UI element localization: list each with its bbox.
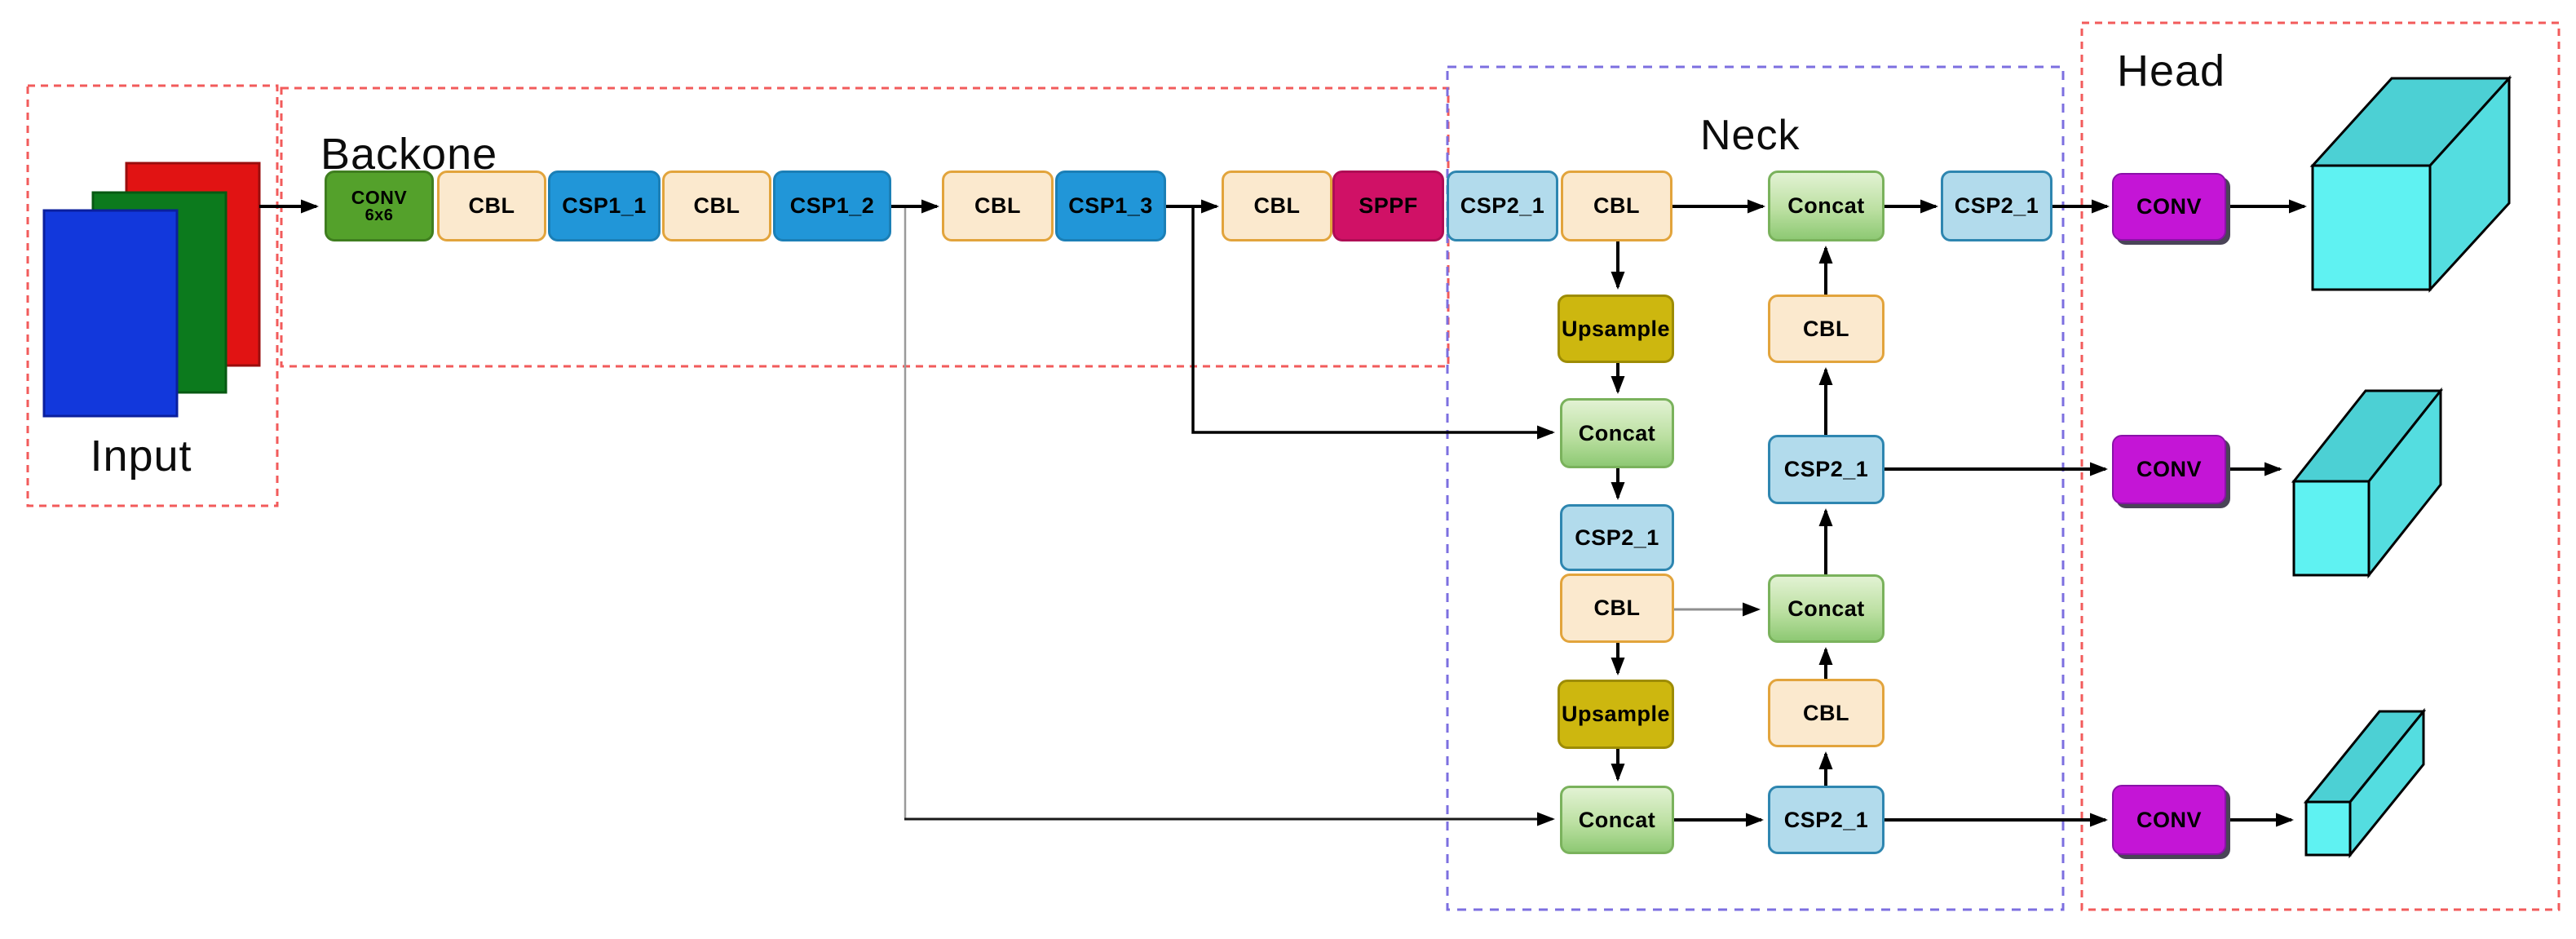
skip-connections: [904, 208, 1761, 826]
node-conv-6x6: CONV 6x6: [325, 171, 434, 241]
node-cbl-1: CBL: [437, 171, 546, 241]
output-small-cuboid: [2303, 707, 2427, 859]
input-image-stack: [42, 162, 261, 418]
node-csp2-1-b: CSP2_1: [1560, 504, 1674, 571]
output-medium-cuboid: [2291, 387, 2444, 579]
cuboid-front-face: [2292, 480, 2371, 577]
node-concat-1: Concat: [1560, 398, 1674, 468]
node-cbl-8: CBL: [1768, 679, 1885, 747]
node-concat-4: Concat: [1768, 574, 1885, 643]
node-csp2-1-d: CSP2_1: [1768, 786, 1885, 854]
input-region-border: [26, 84, 279, 507]
input-blue-channel: [42, 209, 179, 418]
neck-title: Neck: [1700, 112, 1801, 159]
node-conv-head-bottom: CONV: [2112, 785, 2226, 855]
node-conv-head-top: CONV: [2112, 173, 2226, 241]
node-cbl-6: CBL: [1560, 574, 1674, 643]
node-csp2-1-a: CSP2_1: [1447, 171, 1558, 241]
node-concat-2: Concat: [1560, 786, 1674, 854]
head-region-border: [2080, 21, 2561, 911]
skip-csp1_3-to-concat_1: [1191, 208, 1555, 440]
node-cbl-2: CBL: [662, 171, 771, 241]
node-sublabel: 6x6: [365, 206, 394, 225]
node-label: CONV: [351, 186, 408, 208]
node-csp1-1: CSP1_1: [548, 171, 661, 241]
node-concat-3: Concat: [1768, 171, 1885, 241]
head-title: Head: [2117, 47, 2226, 95]
output-large-cuboid: [2309, 75, 2512, 293]
node-csp2-1-e: CSP2_1: [1941, 171, 2052, 241]
node-cbl-5: CBL: [1561, 171, 1672, 241]
node-csp2-1-c: CSP2_1: [1768, 435, 1885, 504]
flow-arrows: [259, 199, 2307, 827]
node-upsample-2: Upsample: [1558, 680, 1674, 749]
cuboid-front-face: [2304, 800, 2352, 857]
node-csp1-3: CSP1_3: [1055, 171, 1166, 241]
input-title: Input: [90, 432, 192, 481]
neck-region-border: [1446, 65, 2065, 911]
node-cbl-3: CBL: [942, 171, 1054, 241]
node-conv-head-middle: CONV: [2112, 435, 2226, 504]
node-upsample-1: Upsample: [1558, 295, 1674, 363]
node-cbl-4: CBL: [1222, 171, 1332, 241]
node-sppf: SPPF: [1332, 171, 1444, 241]
node-csp1-2: CSP1_2: [773, 171, 891, 241]
node-cbl-7: CBL: [1768, 295, 1885, 363]
cuboid-front-face: [2311, 164, 2432, 291]
